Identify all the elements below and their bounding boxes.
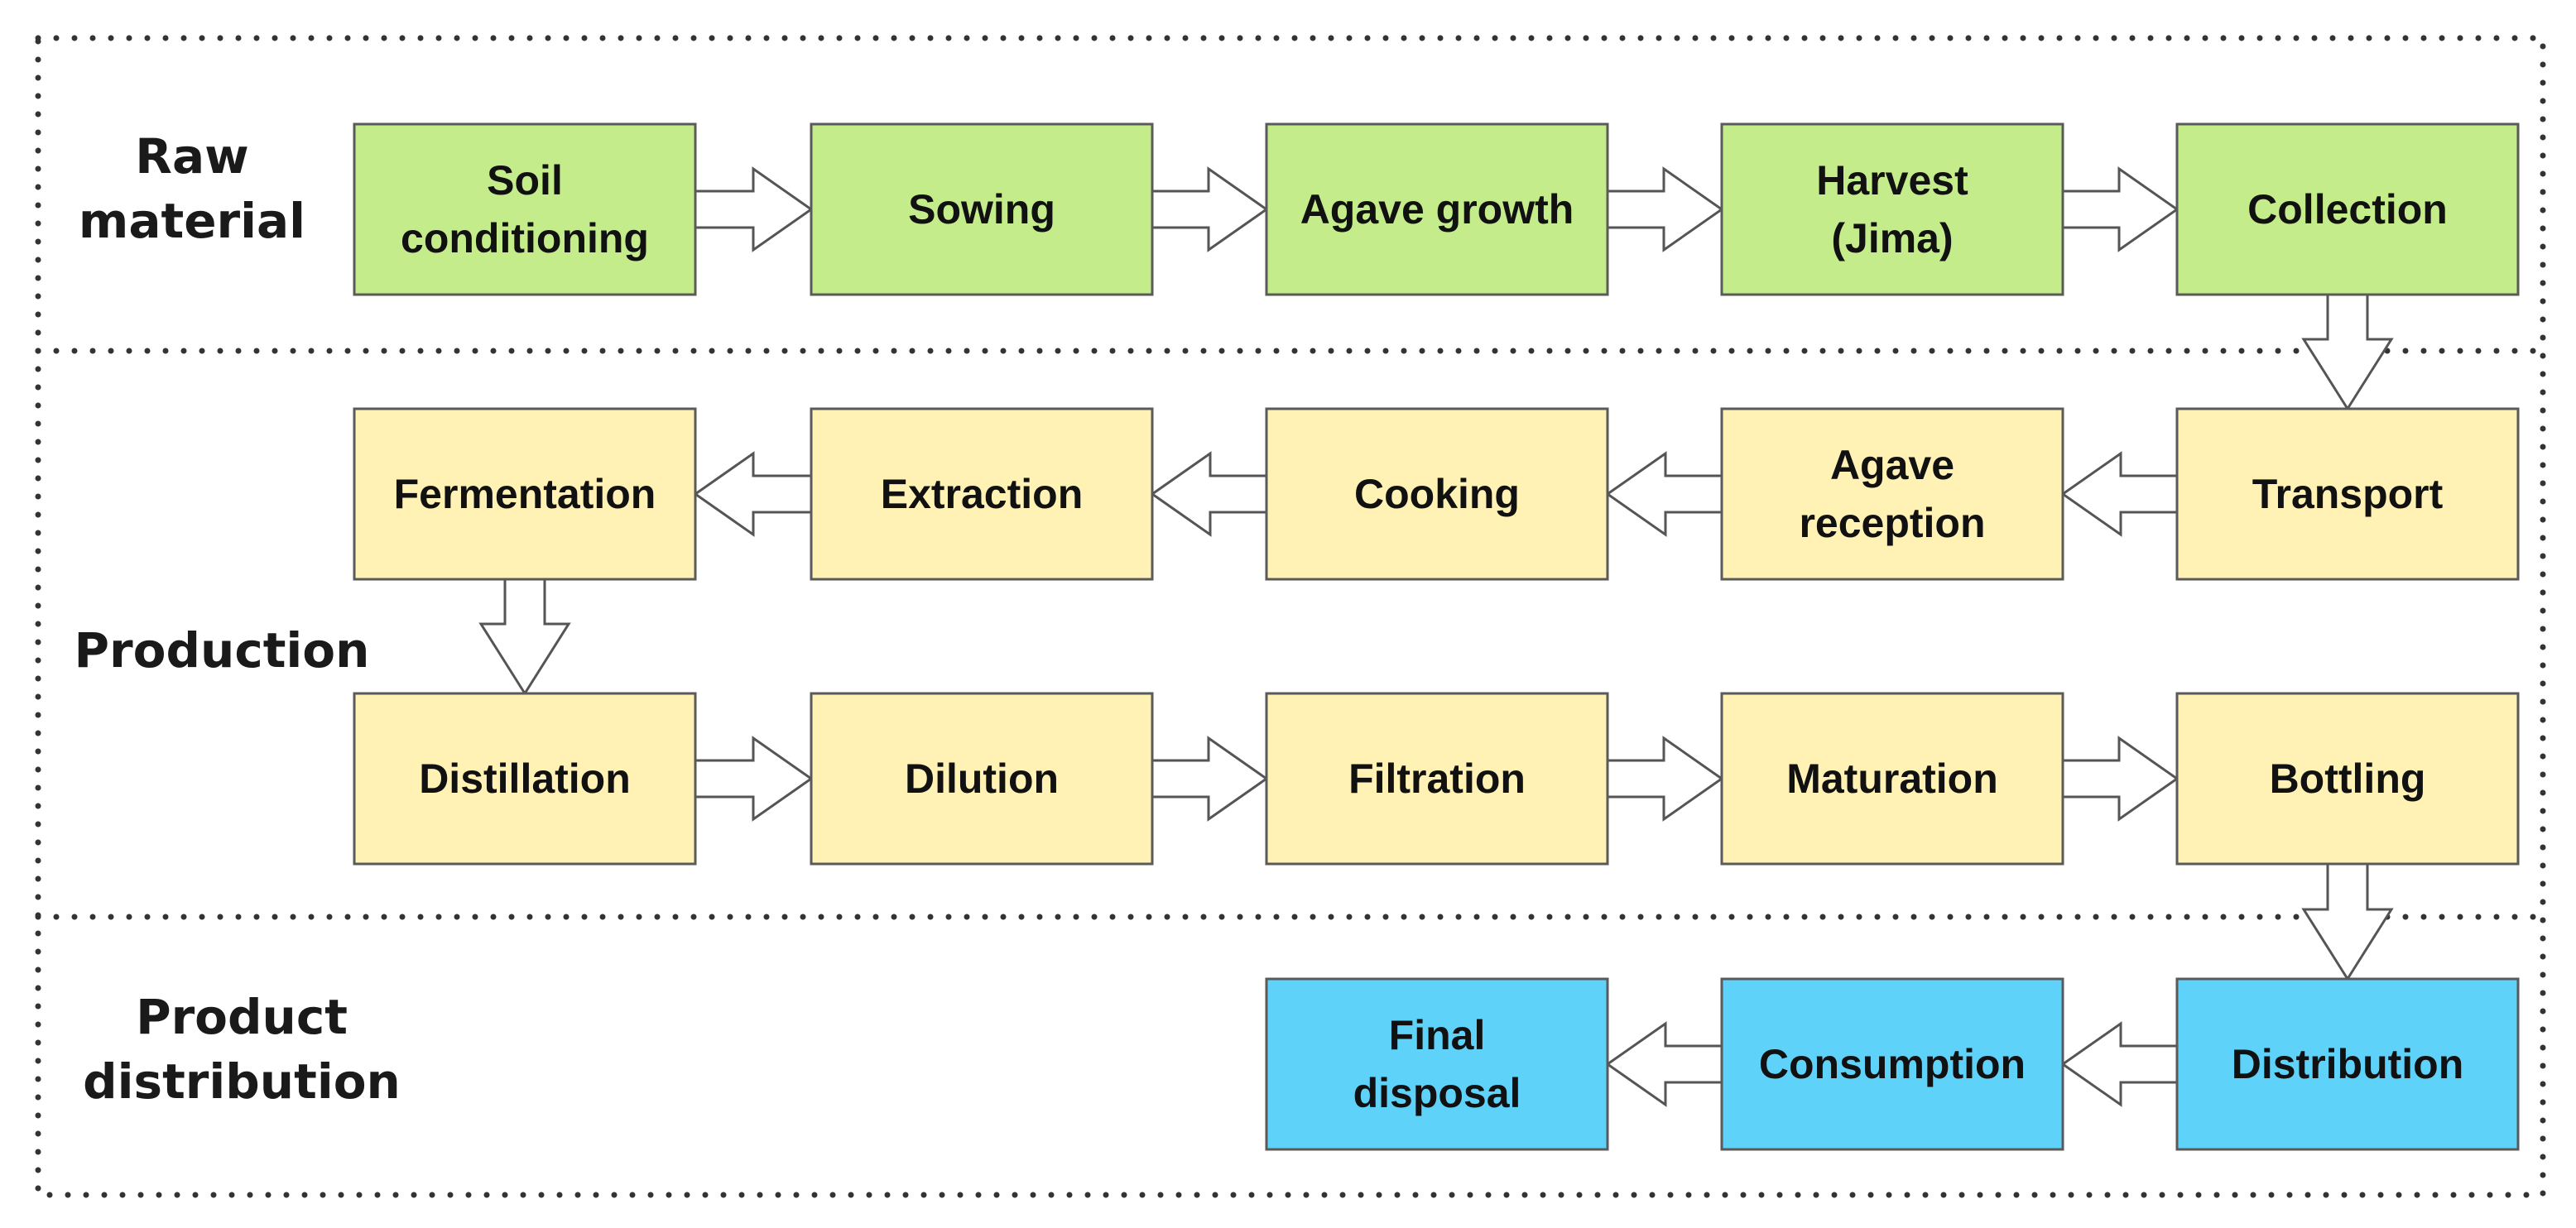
step-box-collection bbox=[2175, 122, 2520, 296]
step-label-transport: Transport bbox=[2252, 471, 2444, 517]
step-box-consumption bbox=[1720, 977, 2064, 1151]
step-box-final-disposal bbox=[1265, 977, 1609, 1151]
step-label-bottling: Bottling bbox=[2270, 756, 2426, 802]
arrow-dilution-to-filtration bbox=[1151, 736, 1269, 822]
step-box-maturation bbox=[1720, 692, 2064, 866]
step-label-distribution: Distribution bbox=[2232, 1041, 2464, 1087]
step-box-cooking bbox=[1265, 407, 1609, 581]
arrow-distillation-to-dilution bbox=[694, 736, 814, 822]
arrow-cooking-to-extraction bbox=[1150, 451, 1268, 537]
outer-dotted-border bbox=[35, 35, 2546, 1198]
step-label-fermentation: Fermentation bbox=[394, 471, 656, 517]
arrow-agave-reception-to-cooking bbox=[1605, 451, 1723, 537]
step-label-harvest-jima: (Jima) bbox=[1831, 215, 1953, 261]
step-maturation: Maturation bbox=[1720, 692, 2064, 866]
step-soil-conditioning: Soil conditioning bbox=[353, 122, 697, 296]
arrow-maturation-to-bottling bbox=[2061, 736, 2180, 822]
step-sowing: Sowing bbox=[810, 122, 1154, 296]
step-consumption: Consumption bbox=[1720, 977, 2064, 1151]
step-dilution: Dilution bbox=[810, 692, 1154, 866]
step-box-agave-growth bbox=[1265, 122, 1609, 296]
process-steps: Soil conditioning Sowing Agave growth Harves… bbox=[353, 122, 2520, 1151]
step-label-cooking: Cooking bbox=[1354, 471, 1520, 517]
step-agave-reception: Agave reception bbox=[1720, 407, 2064, 581]
step-label-consumption: Consumption bbox=[1759, 1041, 2026, 1087]
step-label-filtration: Filtration bbox=[1348, 756, 1526, 802]
step-box-fermentation bbox=[353, 407, 697, 581]
section-label-product-distribution: distribution bbox=[83, 1053, 401, 1110]
section-label-production: Production bbox=[74, 622, 370, 679]
step-box-dilution bbox=[810, 692, 1154, 866]
step-label-final-disposal: disposal bbox=[1353, 1070, 1521, 1116]
step-box-distribution bbox=[2175, 977, 2520, 1151]
arrow-bottling-to-distribution bbox=[2301, 862, 2394, 981]
step-label-distillation: Distillation bbox=[419, 756, 631, 802]
step-label-agave-reception: reception bbox=[1799, 500, 1985, 546]
step-label-soil-conditioning: conditioning bbox=[401, 215, 649, 261]
step-label-sowing: Sowing bbox=[908, 186, 1055, 233]
arrow-harvest-jima-to-collection bbox=[2061, 166, 2180, 252]
flow-arrows bbox=[478, 166, 2394, 1107]
arrow-distribution-to-consumption bbox=[2060, 1021, 2179, 1107]
step-transport: Transport bbox=[2175, 407, 2520, 581]
step-box-distillation bbox=[353, 692, 697, 866]
step-filtration: Filtration bbox=[1265, 692, 1609, 866]
step-label-soil-conditioning: Soil bbox=[487, 157, 563, 204]
section-label-product-distribution: Product bbox=[136, 989, 348, 1045]
step-fermentation: Fermentation bbox=[353, 407, 697, 581]
step-label-final-disposal: Final bbox=[1389, 1012, 1486, 1058]
section-frame bbox=[35, 35, 2546, 1198]
step-box-agave-reception bbox=[1720, 407, 2064, 581]
step-box-extraction bbox=[810, 407, 1154, 581]
step-harvest-jima: Harvest (Jima) bbox=[1720, 122, 2064, 296]
step-label-agave-reception: Agave bbox=[1830, 442, 1954, 488]
arrow-transport-to-agave-reception bbox=[2060, 451, 2179, 537]
step-box-harvest-jima bbox=[1720, 122, 2064, 296]
arrow-fermentation-to-distillation bbox=[478, 578, 571, 696]
section-label-raw-material: material bbox=[79, 193, 305, 249]
step-cooking: Cooking bbox=[1265, 407, 1609, 581]
step-box-transport bbox=[2175, 407, 2520, 581]
step-label-agave-growth: Agave growth bbox=[1300, 186, 1574, 233]
arrow-filtration-to-maturation bbox=[1606, 736, 1724, 822]
step-label-extraction: Extraction bbox=[881, 471, 1084, 517]
arrow-consumption-to-final-disposal bbox=[1605, 1021, 1723, 1107]
step-agave-growth: Agave growth bbox=[1265, 122, 1609, 296]
arrow-soil-conditioning-to-sowing bbox=[694, 166, 814, 252]
step-label-maturation: Maturation bbox=[1786, 756, 1998, 802]
arrow-collection-to-transport bbox=[2301, 293, 2394, 411]
step-bottling: Bottling bbox=[2175, 692, 2520, 866]
step-box-bottling bbox=[2175, 692, 2520, 866]
arrow-extraction-to-fermentation bbox=[693, 451, 813, 537]
arrow-sowing-to-agave-growth bbox=[1151, 166, 1269, 252]
step-extraction: Extraction bbox=[810, 407, 1154, 581]
step-box-filtration bbox=[1265, 692, 1609, 866]
step-box-sowing bbox=[810, 122, 1154, 296]
step-box-soil-conditioning bbox=[353, 122, 697, 296]
step-final-disposal: Final disposal bbox=[1265, 977, 1609, 1151]
arrow-agave-growth-to-harvest-jima bbox=[1606, 166, 1724, 252]
step-label-dilution: Dilution bbox=[905, 756, 1059, 802]
step-distribution: Distribution bbox=[2175, 977, 2520, 1151]
section-label-raw-material: Raw bbox=[135, 128, 248, 185]
step-distillation: Distillation bbox=[353, 692, 697, 866]
step-label-harvest-jima: Harvest bbox=[1816, 157, 1968, 204]
step-collection: Collection bbox=[2175, 122, 2520, 296]
step-label-collection: Collection bbox=[2247, 186, 2448, 233]
